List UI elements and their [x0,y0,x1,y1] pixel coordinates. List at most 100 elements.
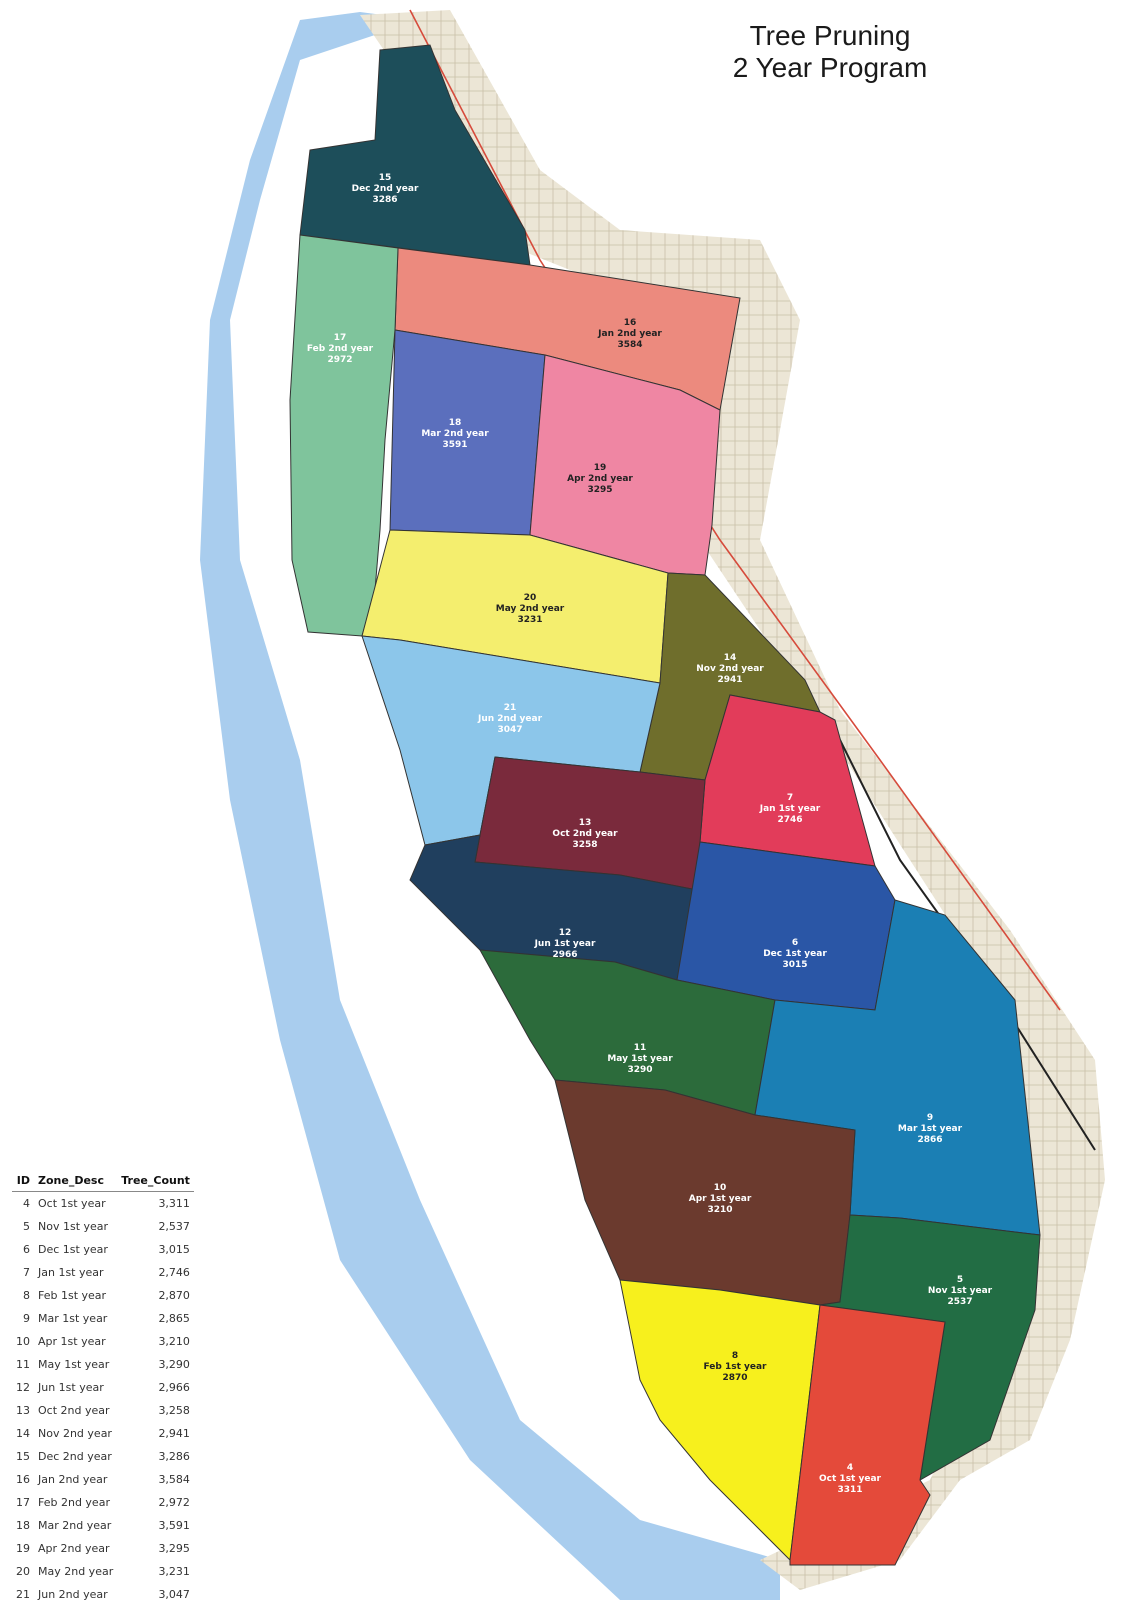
zone-label-id: 11 [634,1043,647,1053]
legend-cell-desc: Nov 2nd year [38,1427,112,1440]
legend-cell-desc: Jan 2nd year [38,1473,108,1486]
legend-cell-count: 3,047 [158,1588,190,1601]
legend-cell-id: 17 [16,1496,30,1509]
zone-label-count: 3591 [442,440,467,450]
zone-label-id: 4 [847,1463,853,1473]
legend-cell-desc: Oct 2nd year [38,1404,110,1417]
zone-8[interactable] [619,1279,821,1562]
legend-cell-desc: Mar 2nd year [38,1519,112,1532]
zone-label-count: 3210 [707,1205,732,1215]
legend-row: 17 Feb 2nd year 2,972 [12,1491,194,1514]
legend-cell-desc: Apr 2nd year [38,1542,110,1555]
zone-label-count: 3258 [572,840,597,850]
zone-label-desc: Jun 2nd year [477,714,543,724]
legend-cell-id: 10 [16,1335,30,1348]
zone-label-desc: Feb 2nd year [307,344,374,354]
legend-cell-desc: Dec 2nd year [38,1450,112,1463]
legend-cell-id: 18 [16,1519,30,1532]
zone-label-id: 19 [594,463,607,473]
zone-label-count: 2870 [722,1373,747,1383]
zone-label-desc: May 2nd year [496,604,565,614]
zone-label-id: 7 [787,793,793,803]
legend-cell-desc: Dec 1st year [38,1243,108,1256]
legend-cell-id: 4 [23,1197,30,1210]
zone-label-count: 2941 [717,675,742,685]
zone-5[interactable] [819,1214,1041,1481]
zone-label-count: 3311 [837,1485,862,1495]
zone-label-id: 16 [624,318,637,328]
legend-cell-count: 3,210 [158,1335,190,1348]
legend-cell-count: 2,972 [158,1496,190,1509]
zone-label-count: 2746 [777,815,802,825]
legend-cell-id: 5 [23,1220,30,1233]
zone-label-id: 5 [957,1275,963,1285]
zone-label-count: 2966 [552,950,577,960]
legend-cell-desc: Mar 1st year [38,1312,108,1325]
map-title: Tree Pruning 2 Year Program [700,20,960,84]
zone-label-id: 20 [524,593,537,603]
legend-cell-desc: Jan 1st year [38,1266,104,1279]
legend-cell-desc: Nov 1st year [38,1220,109,1233]
zone-label-desc: Mar 2nd year [421,429,489,439]
zone-label-desc: Oct 2nd year [552,829,618,839]
legend-cell-desc: Oct 1st year [38,1197,106,1210]
legend-cell-desc: Jun 1st year [38,1381,104,1394]
map-title-line1: Tree Pruning [749,20,911,51]
legend-row: 21 Jun 2nd year 3,047 [12,1583,194,1606]
zone-6[interactable] [676,841,896,1011]
legend-cell-id: 8 [23,1289,30,1302]
zone-label-id: 17 [334,333,347,343]
legend-cell-id: 11 [16,1358,30,1371]
zone-4[interactable] [789,1304,946,1566]
legend-cell-count: 2,966 [158,1381,190,1394]
zone-label-desc: Dec 2nd year [352,184,419,194]
zone-label-id: 12 [559,928,572,938]
legend-cell-desc: Jun 2nd year [38,1588,108,1601]
legend-cell-count: 3,258 [158,1404,190,1417]
zone-label-desc: Feb 1st year [704,1362,768,1372]
zone-label-id: 8 [732,1351,738,1361]
legend-cell-desc: Feb 2nd year [38,1496,110,1509]
legend-cell-id: 9 [23,1312,30,1325]
zone-label-id: 21 [504,703,517,713]
zones-layer [289,44,1041,1566]
zone-label-id: 14 [724,653,737,663]
zone-label-id: 9 [927,1113,933,1123]
zone-label-count: 3290 [627,1065,652,1075]
legend-header-row: ID Zone_Desc Tree_Count [12,1172,194,1192]
zone-label-desc: Jan 2nd year [597,329,662,339]
zone-label-id: 10 [714,1183,727,1193]
legend-row: 18 Mar 2nd year 3,591 [12,1514,194,1537]
zone-label-desc: Dec 1st year [763,949,827,959]
legend-cell-count: 3,286 [158,1450,190,1463]
zone-label-desc: Mar 1st year [898,1124,963,1134]
legend-cell-desc: May 1st year [38,1358,110,1371]
zone-7[interactable] [699,694,876,867]
legend-cell-count: 2,537 [158,1220,190,1233]
legend-cell-count: 2,870 [158,1289,190,1302]
zone-label-desc: Nov 2nd year [696,664,764,674]
legend-cell-id: 6 [23,1243,30,1256]
legend-cell-count: 3,591 [158,1519,190,1532]
zone-label-desc: May 1st year [607,1054,673,1064]
map-title-line2: 2 Year Program [732,52,928,83]
zone-label-id: 13 [579,818,592,828]
zone-label-id: 18 [449,418,462,428]
legend-cell-id: 15 [16,1450,30,1463]
main-road [409,9,1061,1011]
legend-header-count: Tree_Count [117,1172,194,1192]
legend-cell-id: 21 [16,1588,30,1601]
